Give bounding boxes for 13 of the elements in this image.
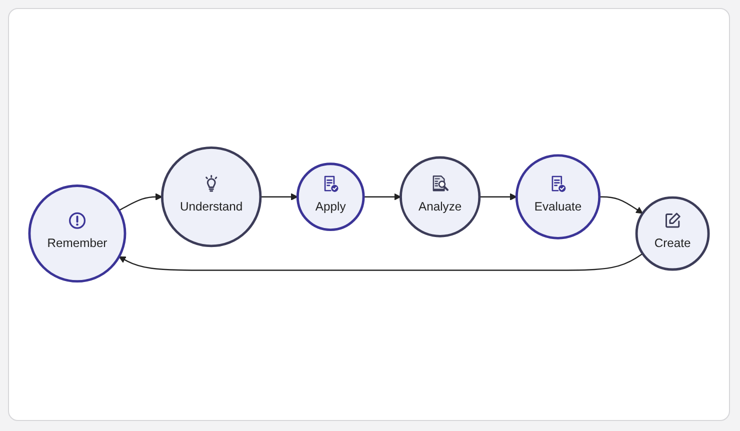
arrow: [118, 253, 644, 271]
arrow: [260, 193, 298, 200]
arrow: [479, 193, 517, 200]
arrow: [118, 193, 162, 211]
node-circle: [296, 162, 365, 231]
node-circle: [515, 154, 601, 240]
node-circle: [160, 146, 262, 248]
node-circle: [28, 184, 126, 282]
node-circle: [400, 156, 481, 238]
arrow: [364, 193, 402, 200]
node-circle: [635, 196, 710, 271]
diagram-card: Remember Understand Apply Analyze Evaluate Create: [8, 8, 730, 421]
arrow: [599, 196, 643, 214]
